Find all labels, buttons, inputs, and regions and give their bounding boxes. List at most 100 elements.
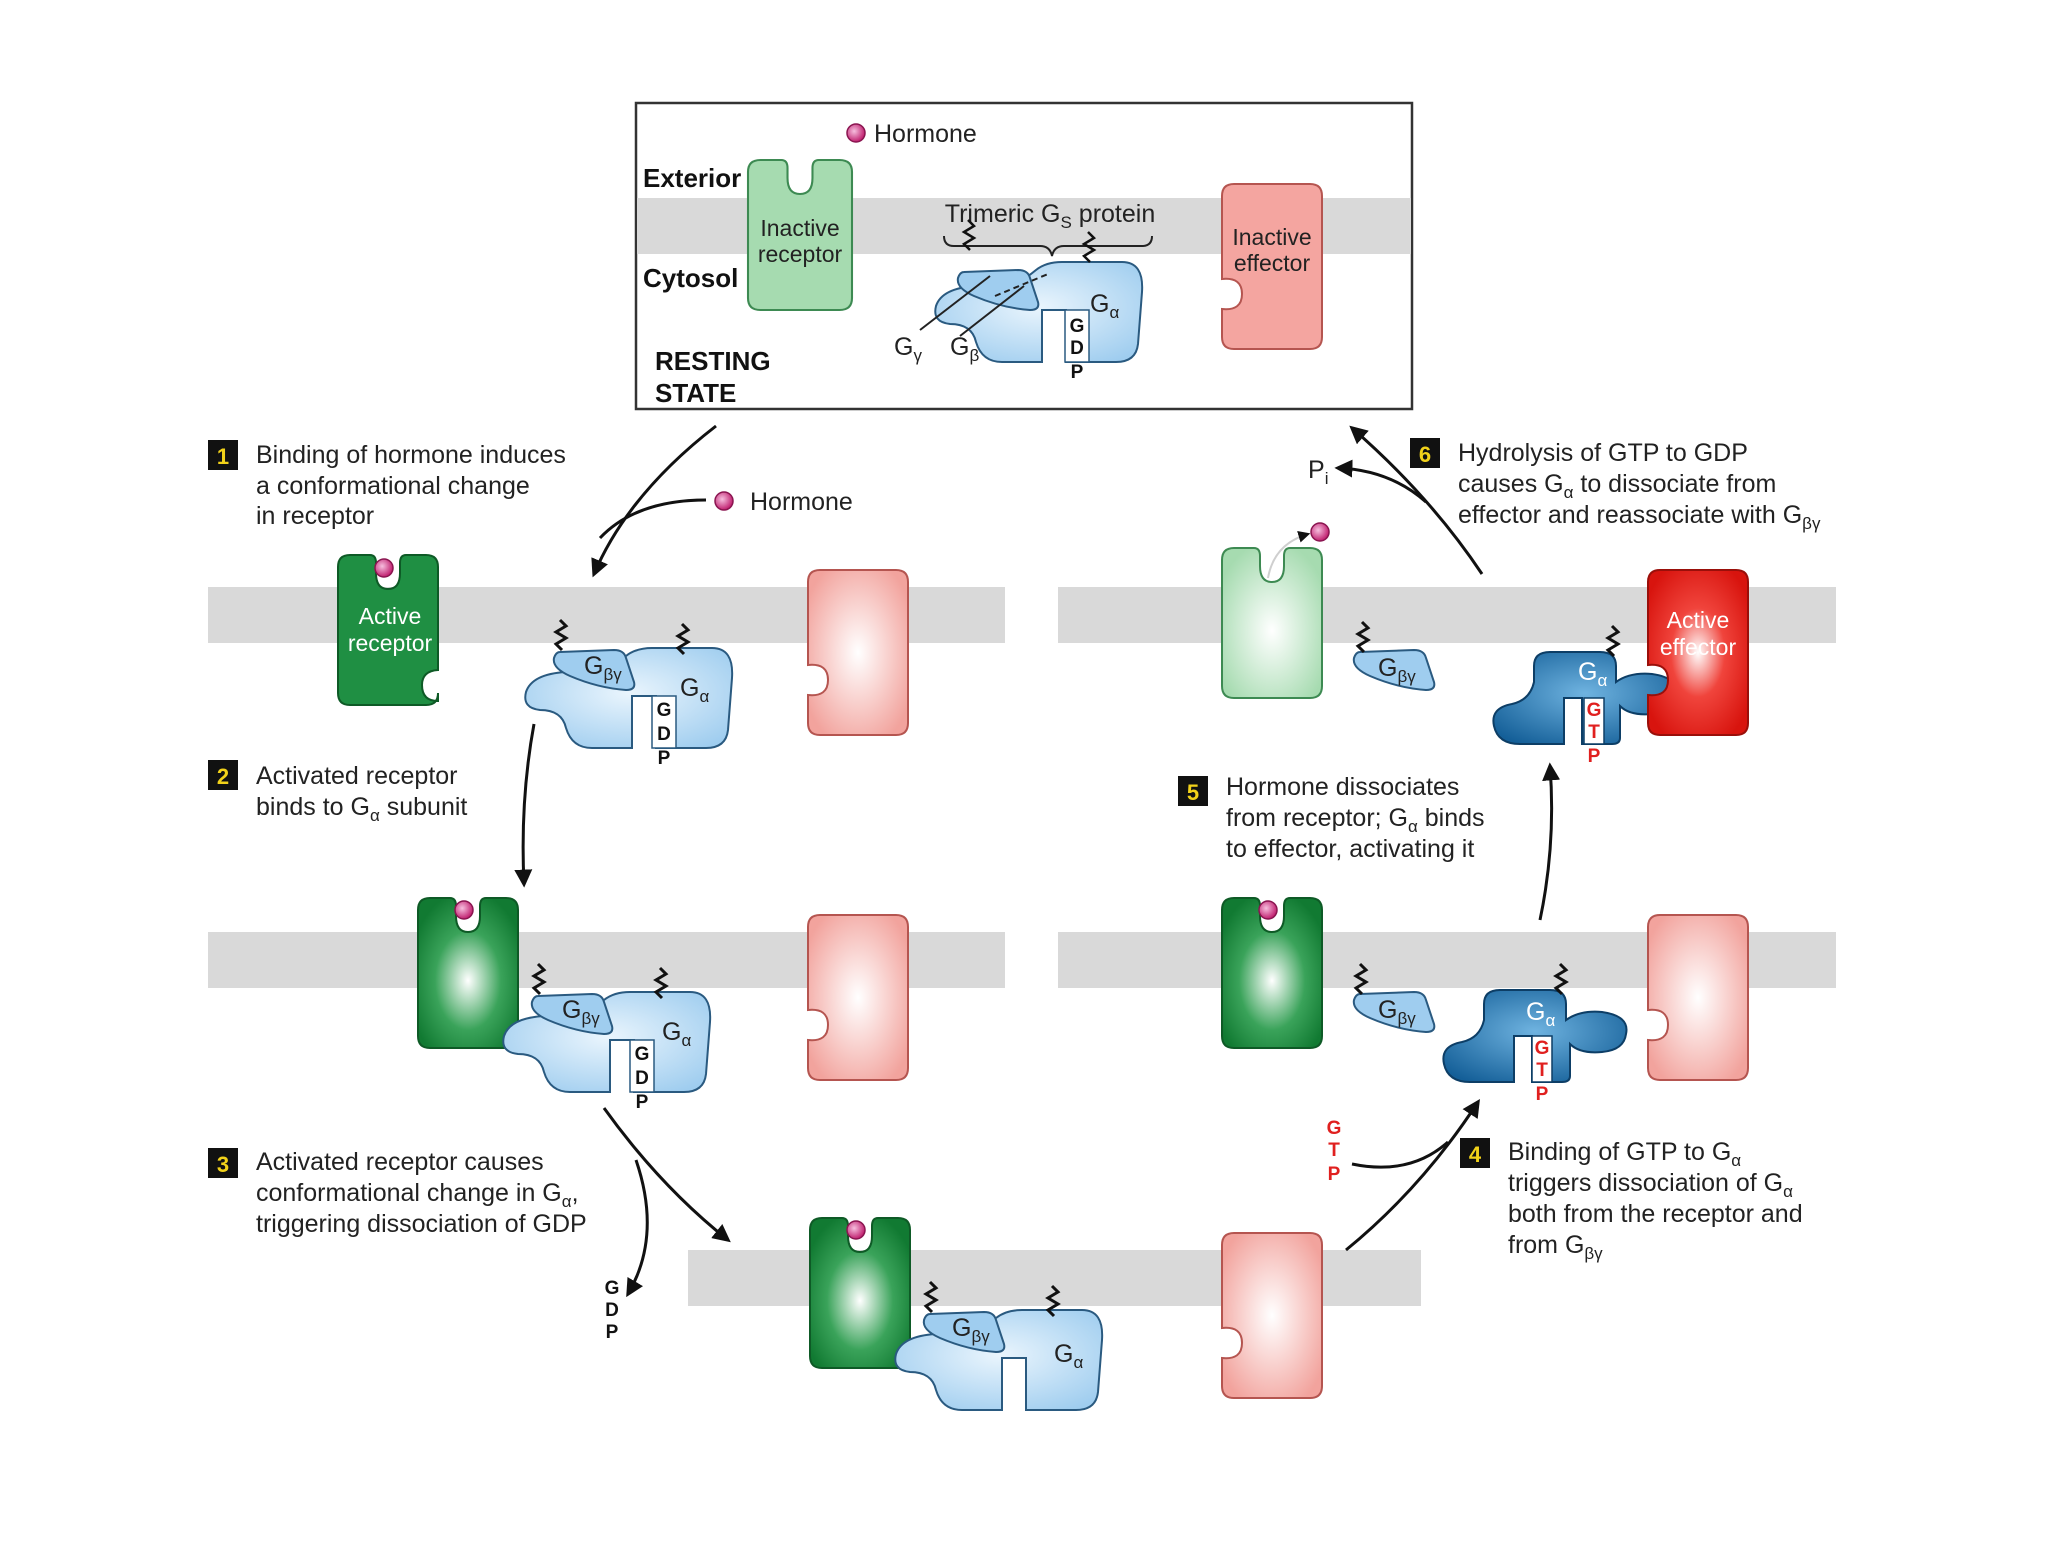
step-4-caption: 4 Binding of GTP to Gα triggers dissocia… [1460,1138,1803,1263]
lipid-anchor-icon [1081,231,1097,263]
step-3-caption: 3 Activated receptor causes conformation… [208,1148,587,1238]
hormone-icon [1258,900,1278,920]
svg-text:P: P [1071,362,1084,383]
svg-text:G: G [657,700,672,721]
inactive-effector-label-1: Inactive [1232,224,1311,250]
lipid-anchor-icon [1355,620,1371,654]
hormone-icon [454,900,474,920]
lipid-anchor-icon [531,962,547,996]
pi-label: Pi [1308,456,1328,488]
resting-state-label: RESTING STATE [655,346,771,408]
svg-text:causes Gα to dissociate from: causes Gα to dissociate from [1458,470,1776,502]
svg-text:P: P [1328,1164,1341,1185]
arrow-step2-to-step3 [602,1107,731,1243]
g-betagamma-label: Gβγ [562,996,600,1028]
lipid-anchor-icon [675,622,691,656]
svg-text:both from the receptor and: both from the receptor and [1508,1200,1803,1228]
svg-text:binds to Gα subunit: binds to Gα subunit [256,793,467,825]
svg-text:3: 3 [217,1152,229,1177]
svg-text:conformational change in Gα,: conformational change in Gα, [256,1179,579,1211]
step-1-scene: Active receptor Gβγ Gα G D P [337,554,909,769]
inactive-effector [1221,1232,1323,1399]
g-betagamma-label: Gβγ [1378,654,1416,686]
inactive-effector [1647,914,1749,1081]
svg-text:T: T [1536,1060,1548,1081]
svg-text:from Gβγ: from Gβγ [1508,1231,1603,1263]
active-receptor-bound [417,897,519,1049]
g-betagamma-label: Gβγ [952,1314,990,1346]
hormone-icon [846,1220,866,1240]
step-6-badge [1410,438,1440,468]
arrow-step4-to-step5 [1538,762,1561,921]
gdp-label: G D P [651,695,677,769]
svg-text:D: D [635,1068,649,1089]
svg-text:T: T [1328,1140,1340,1161]
hormone-label: Hormone [750,488,853,516]
svg-text:Hydrolysis of GTP to GDP: Hydrolysis of GTP to GDP [1458,439,1748,467]
g-beta-pointer [959,285,1025,337]
g-alpha-label: Gα [680,674,709,706]
svg-text:G: G [1070,316,1085,337]
lipid-anchor-icon [553,618,569,652]
active-receptor-bound [1221,897,1323,1049]
inactive-effector-label-2: effector [1234,250,1311,276]
step-3-scene: Gβγ Gα [809,1217,1323,1411]
arrow-hormone-in [598,498,707,540]
svg-text:G: G [1587,700,1602,721]
svg-text:2: 2 [217,764,229,789]
step-6-caption: 6 Hydrolysis of GTP to GDP causes Gα to … [1410,438,1821,533]
step-1-badge [208,440,238,470]
step-2-scene: Gβγ Gα G D P [417,897,909,1113]
svg-text:Hormone dissociates: Hormone dissociates [1226,773,1459,801]
svg-text:Activated receptor: Activated receptor [256,762,458,790]
svg-text:6: 6 [1419,442,1431,467]
svg-text:1: 1 [217,444,229,469]
inactive-effector [807,914,909,1081]
g-betagamma-label: Gβγ [1378,996,1416,1028]
step-2-badge [208,760,238,790]
g-gamma-pointer [919,275,991,331]
svg-text:from receptor; Gα binds: from receptor; Gα binds [1226,804,1485,836]
lipid-anchor-icon [961,219,977,251]
svg-text:P: P [636,1092,649,1113]
svg-text:P: P [1536,1084,1549,1105]
resting-state-panel: Hormone Exterior Cytosol RESTING STATE I… [634,101,1414,411]
cytosol-label: Cytosol [643,263,738,293]
svg-text:P: P [1588,746,1601,767]
g-alpha-label: Gα [1090,290,1119,322]
inactive-effector [807,569,909,736]
resting-state-line-2: STATE [655,378,736,408]
lipid-anchor-icon [653,966,669,1000]
step-2-caption: 2 Activated receptor binds to Gα subunit [208,760,467,825]
inactive-receptor-label-1: Inactive [760,215,839,241]
step-5-caption: 5 Hormone dissociates from receptor; Gα … [1178,773,1485,863]
resting-state-line-1: RESTING [655,346,771,376]
gtp-label: G T P [1583,697,1605,767]
active-effector-label-2: effector [1660,634,1737,660]
hormone-icon [714,491,734,511]
svg-text:Binding of hormone induces: Binding of hormone induces [256,441,566,469]
svg-text:to effector, activating it: to effector, activating it [1226,835,1474,863]
svg-text:D: D [605,1300,619,1321]
svg-text:in receptor: in receptor [256,502,374,530]
trimeric-gs-label: Trimeric GS protein [945,200,1155,232]
lipid-anchor-icon [923,1280,939,1314]
gdp-released: G D P [605,1278,620,1343]
svg-text:a conformational change: a conformational change [256,472,530,500]
g-beta-label: Gβ [950,333,979,365]
arrow-rest-to-step1 [591,424,717,578]
svg-text:P: P [606,1322,619,1343]
arrow-step3-to-step4 [1345,1098,1480,1252]
svg-text:G: G [1327,1118,1342,1139]
svg-text:T: T [1588,722,1600,743]
g-alpha-label: Gα [1526,998,1555,1030]
lipid-anchor-icon [1353,962,1369,996]
arrow-pi-release [1334,459,1427,504]
hormone-icon [374,558,394,578]
arrow-gtp-in [1351,1140,1449,1169]
svg-text:Activated receptor causes: Activated receptor causes [256,1148,544,1176]
lipid-anchor-icon [1045,1284,1061,1318]
active-receptor-label-2: receptor [348,630,433,656]
svg-text:5: 5 [1187,780,1199,805]
